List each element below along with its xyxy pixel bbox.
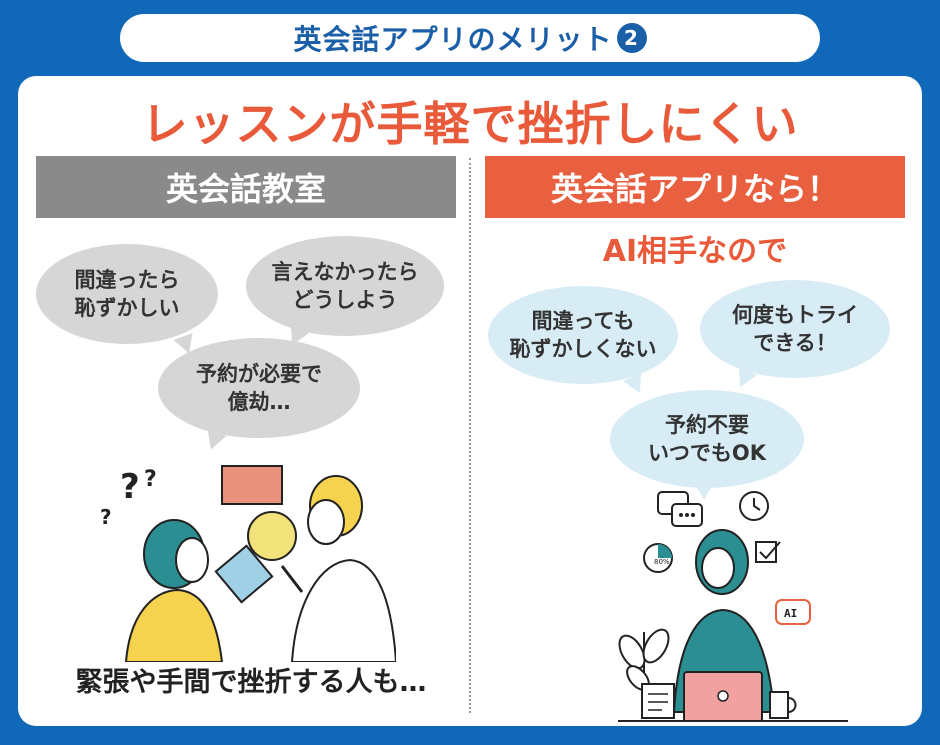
speech-circle-shape (247, 511, 297, 561)
classroom-illustration: ? ? ? (100, 465, 396, 662)
section-title: 英会話アプリのメリット (293, 23, 613, 56)
checkbox-icon (755, 541, 781, 563)
bubble-left-1-line2: 恥ずかしい (74, 296, 180, 320)
chat-icon (657, 491, 703, 527)
bubble-left-2: 言えなかったら どうしよう (246, 236, 444, 350)
pie-chart-icon: 80% (643, 543, 673, 573)
bubble-left-3-line2: 億劫… (227, 390, 291, 414)
laptop-icon (683, 671, 763, 722)
bubble-right-1-line1: 間違っても (531, 309, 635, 333)
content-card: レッスンが手軽で挫折しにくい 英会話教室 英会話アプリなら！ AI相手なので 間… (18, 76, 922, 726)
column-divider (469, 158, 471, 713)
bubble-left-1: 間違ったら 恥ずかしい (36, 244, 218, 357)
bubble-right-1-tail (623, 372, 649, 398)
bubble-right-3-line2: いつでもOK (647, 441, 767, 465)
left-caption: 緊張や手間で挫折する人も… (75, 667, 427, 698)
book-icon (641, 683, 675, 719)
ai-badge-label: AI (784, 607, 797, 620)
bubble-right-2: 何度もトライ できる！ (700, 280, 890, 392)
woman-figure (124, 519, 224, 662)
man-figure (280, 475, 396, 662)
bubble-left-2-line1: 言えなかったら (271, 260, 419, 284)
headline: レッスンが手軽で挫折しにくい (141, 97, 799, 151)
pie-chart-label: 80% (654, 558, 670, 566)
bubble-right-2-line1: 何度もトライ (732, 303, 858, 327)
ai-badge-icon: AI (775, 599, 811, 625)
bubble-left-1-line1: 間違ったら (74, 268, 180, 292)
section-title-pill: 英会話アプリのメリット 2 (120, 14, 820, 62)
mug-icon (769, 691, 797, 719)
bubble-left-3-line1: 予約が必要で (196, 362, 322, 386)
bubble-left-3-tail (201, 429, 227, 453)
question-mark-icon: ? (144, 467, 157, 492)
bubble-right-2-tail (731, 366, 757, 392)
speech-square-shape (214, 544, 274, 604)
question-mark-icon: ? (100, 505, 112, 529)
speech-card-shape (221, 465, 283, 505)
app-user-illustration: 80% AI (618, 491, 848, 722)
bubble-left-3: 予約が必要で 億劫… (158, 338, 360, 453)
bubble-right-1-line2: 恥ずかしくない (509, 337, 657, 361)
bubble-right-3-tail (694, 482, 714, 500)
bubble-right-2-line2: できる！ (753, 331, 837, 355)
right-banner: 英会話アプリなら！ (485, 156, 905, 218)
section-number-badge: 2 (616, 23, 647, 53)
right-subhead: AI相手なので (602, 234, 788, 269)
bubble-right-3: 予約不要 いつでもOK (610, 390, 804, 500)
question-mark-icon: ? (120, 467, 140, 507)
bubble-left-2-line2: どうしよう (292, 288, 398, 312)
clock-icon (739, 491, 769, 521)
bubble-right-1: 間違っても 恥ずかしくない (488, 286, 678, 398)
left-banner: 英会話教室 (36, 156, 456, 218)
bubble-right-3-line1: 予約不要 (665, 413, 749, 437)
